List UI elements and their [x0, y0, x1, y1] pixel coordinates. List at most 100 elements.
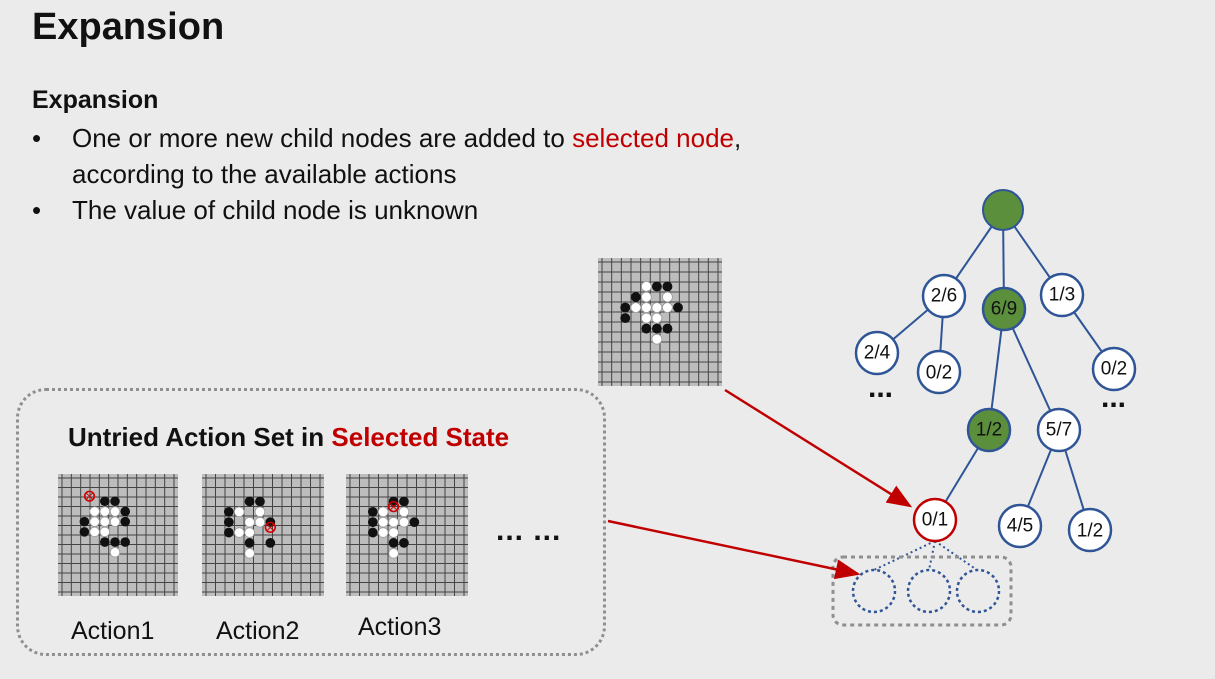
go-stone: [233, 506, 245, 518]
go-stone: [388, 516, 399, 528]
tree-node-4-5: 4/5: [997, 503, 1043, 549]
go-stone: [223, 527, 234, 538]
go-stone: [388, 527, 399, 538]
bullet-item: • The value of child node is unknown: [32, 192, 741, 228]
go-stone: [223, 506, 234, 517]
bullet-text-line2: according to the available actions: [72, 159, 457, 189]
go-stone: [99, 506, 111, 517]
bullet-text: One or more new child nodes are added to: [72, 123, 573, 153]
bullet-glyph: •: [32, 123, 42, 153]
tree-node-5-7: 5/7: [1036, 407, 1082, 453]
go-board-icon-action3: [346, 474, 468, 596]
go-stone: [651, 323, 662, 334]
go-stone: [89, 526, 100, 538]
bullet-highlight: selected node: [572, 123, 734, 153]
arrow-icon-to-new-children: [607, 519, 861, 580]
go-stone: [388, 538, 399, 548]
bullet-list: • One or more new child nodes are added …: [32, 120, 741, 228]
go-stone: [399, 538, 409, 548]
new-move-marker: [83, 490, 96, 502]
go-stone: [244, 538, 255, 548]
panel-title-prefix: Untried Action Set in: [68, 422, 332, 452]
node-label: 1/3: [1049, 285, 1075, 306]
go-stone: [99, 526, 111, 538]
go-stone: [265, 538, 276, 548]
go-stone: [79, 527, 90, 537]
go-stone: [110, 537, 120, 547]
go-stone: [254, 516, 266, 528]
go-stone: [377, 506, 389, 518]
node-label: 0/1: [922, 510, 948, 531]
go-stone: [255, 496, 265, 507]
go-stone: [620, 313, 631, 324]
tree-node-1-3: 1/3: [1039, 272, 1085, 318]
go-stone: [651, 312, 663, 324]
tree-node-6-9: 6/9: [981, 286, 1027, 332]
go-stone: [398, 506, 410, 518]
go-stone: [673, 302, 683, 313]
go-stone: [641, 323, 652, 334]
tree-node-1-2-selected-path: 1/2: [966, 407, 1012, 453]
action3-label: Action3: [358, 613, 442, 641]
go-stone: [100, 496, 110, 507]
go-stone: [662, 281, 673, 292]
bullet-text: The value of child node is unknown: [72, 195, 479, 225]
new-child-node: [851, 568, 897, 614]
go-stone: [367, 527, 378, 538]
action2-label: Action2: [216, 617, 300, 645]
tree-edges: [876, 209, 1115, 531]
go-stone: [399, 496, 409, 507]
go-stone: [89, 516, 100, 527]
tree-node-0-2-left: 0/2: [916, 349, 962, 395]
node-label: 0/2: [1101, 359, 1127, 380]
panel-title-highlight: Selected State: [331, 422, 510, 452]
go-stone: [641, 281, 652, 292]
go-stone: [651, 302, 663, 313]
go-stone: [388, 548, 399, 559]
new-child-node: [955, 568, 1001, 614]
go-stone: [409, 517, 420, 528]
go-stone: [79, 516, 90, 527]
node-label: 0/2: [926, 363, 952, 384]
new-children-box: [831, 555, 1013, 627]
tree-ellipsis-left: ...: [868, 371, 893, 404]
go-stone: [641, 312, 652, 324]
go-stone: [377, 527, 389, 538]
tree-node-0-1-expanded: 0/1: [912, 497, 958, 543]
node-label: 4/5: [1007, 516, 1033, 537]
tree-root-node: [982, 189, 1024, 231]
node-label: 1/2: [1077, 521, 1103, 542]
go-stone: [109, 547, 121, 558]
go-stone: [641, 291, 652, 303]
go-stone: [254, 506, 266, 518]
go-stone: [630, 302, 642, 313]
page-title: Expansion: [32, 6, 225, 48]
tree-node-2-4: 2/4: [854, 330, 900, 376]
go-stone: [662, 323, 673, 334]
node-label: 5/7: [1046, 420, 1072, 441]
go-stone: [120, 516, 130, 527]
go-board-icon-action2: [202, 474, 324, 596]
node-label: 6/9: [991, 299, 1017, 320]
go-stone: [398, 516, 410, 528]
go-stone: [100, 537, 110, 547]
go-stone: [630, 292, 641, 302]
go-stone: [651, 281, 662, 292]
go-stone: [244, 548, 255, 559]
go-stone: [120, 537, 130, 547]
go-stone: [244, 516, 255, 528]
go-stone: [651, 333, 663, 345]
more-actions-ellipsis: ... ...: [496, 514, 562, 547]
go-stone: [620, 302, 631, 313]
go-stone: [377, 516, 389, 528]
bullet-glyph: •: [32, 195, 42, 225]
panel-title: Untried Action Set in Selected State: [68, 422, 509, 453]
go-stone: [233, 527, 245, 538]
go-stone: [109, 516, 121, 527]
go-stone: [662, 302, 673, 313]
go-stone: [367, 517, 378, 528]
section-heading: Expansion: [32, 86, 159, 114]
tree-node-0-2-right: 0/2: [1091, 346, 1137, 392]
tree-node-1-2-leaf: 1/2: [1067, 507, 1113, 553]
